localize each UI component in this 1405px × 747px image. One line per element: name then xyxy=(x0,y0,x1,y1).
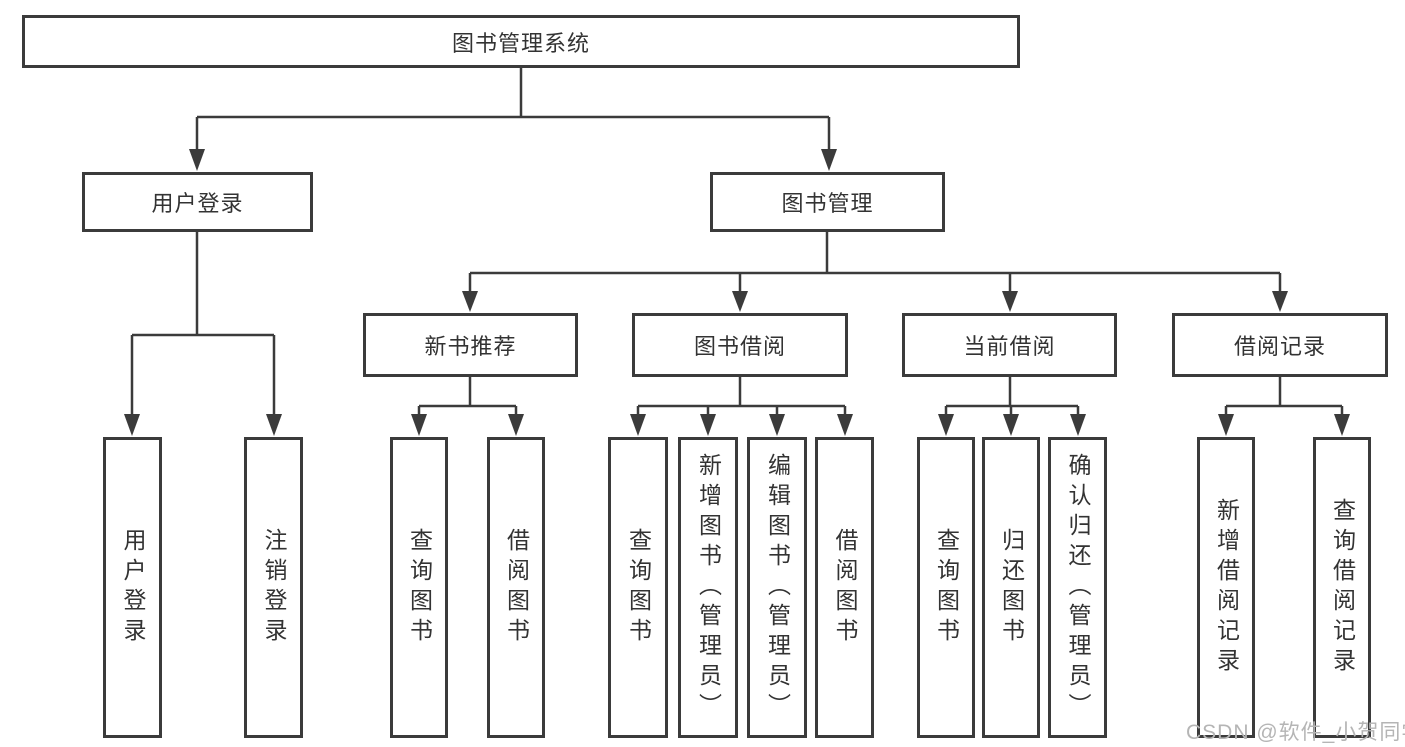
node-current-borrowing: 当前借阅 xyxy=(902,313,1117,377)
leaf-query-books-borrowing: 查询图书 xyxy=(608,437,668,738)
leaf-logout: 注销登录 xyxy=(244,437,303,738)
leaf-query-books-recommend: 查询图书 xyxy=(390,437,448,738)
leaf-query-borrow-record: 查询借阅记录 xyxy=(1313,437,1371,738)
node-borrowing-records: 借阅记录 xyxy=(1172,313,1388,377)
node-book-management: 图书管理 xyxy=(710,172,945,232)
leaf-borrow-books-borrowing: 借阅图书 xyxy=(815,437,874,738)
leaf-add-borrow-record: 新增借阅记录 xyxy=(1197,437,1255,738)
leaf-return-books: 归还图书 xyxy=(982,437,1040,738)
watermark: CSDN @软件_小贺同学 xyxy=(1186,721,1405,744)
node-new-book-recommendation: 新书推荐 xyxy=(363,313,578,377)
leaf-add-book-admin: 新增图书（管理员） xyxy=(678,437,738,738)
node-library-management-system: 图书管理系统 xyxy=(22,15,1020,68)
leaf-borrow-books-recommend: 借阅图书 xyxy=(487,437,545,738)
node-user-login: 用户登录 xyxy=(82,172,313,232)
leaf-confirm-return-admin: 确认归还（管理员） xyxy=(1048,437,1107,738)
node-book-borrowing: 图书借阅 xyxy=(632,313,848,377)
leaf-query-books-current: 查询图书 xyxy=(917,437,975,738)
leaf-edit-book-admin: 编辑图书（管理员） xyxy=(747,437,807,738)
leaf-user-login: 用户登录 xyxy=(103,437,162,738)
